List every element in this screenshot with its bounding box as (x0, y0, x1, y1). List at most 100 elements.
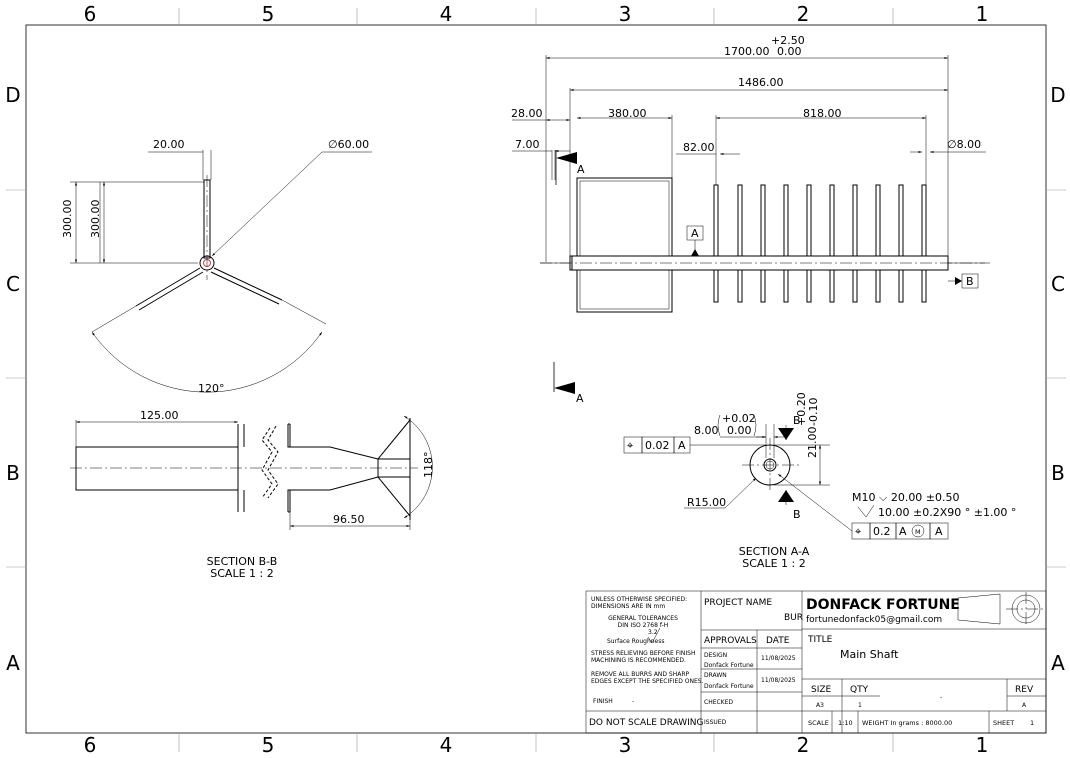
front-upper-blade (576, 177, 673, 257)
finish-value: - (632, 698, 634, 705)
top-dim-angle: 120° (198, 382, 225, 395)
top-dim-20: 20.00 (153, 138, 185, 151)
bb-title: SECTION B-B (207, 555, 278, 568)
rev-label: REV (1015, 685, 1034, 695)
top-blade-left (135, 267, 201, 307)
note-iso: DIN ISO 2768 f-H (618, 622, 669, 629)
sheet-border (25, 24, 1047, 734)
bb-dim-125: 125.00 (140, 409, 179, 422)
front-sec-a-top: A (577, 163, 585, 176)
front-dim-28: 28.00 (511, 107, 543, 120)
front-pin-upper (898, 184, 904, 257)
front-dim-tol-lower: 0.00 (777, 45, 802, 58)
zone-col-5-top: 5 (262, 2, 275, 26)
zone-row-B-right: B (1051, 461, 1065, 485)
top-dim-300-inner: 300.00 (89, 200, 102, 239)
size-label: SIZE (811, 685, 832, 695)
front-dim-1486: 1486.00 (738, 76, 784, 89)
aa-dim-r15: R15.00 (687, 496, 726, 509)
approvals-label: APPROVALS (704, 636, 757, 646)
issued-label: ISSUED (704, 719, 727, 726)
front-dim-82: 82.00 (683, 141, 715, 154)
zone-col-5-bottom: 5 (262, 733, 275, 757)
zone-row-A-right: A (1051, 651, 1065, 675)
bb-dim-96: 96.50 (333, 513, 365, 526)
weight-value: WEIGHT In grams : 8000.00 (862, 719, 952, 727)
scale-label: SCALE (808, 719, 829, 727)
aa-dim-21-tol-up: +0.20 (795, 392, 808, 426)
checked-label: CHECKED (704, 699, 733, 706)
section-bb-view: 125.00 96.50 118° SECTION B-B SCALE 1 : … (70, 409, 435, 580)
top-view: 20.00 ∅60.00 300.00 300.00 120° (61, 138, 372, 395)
front-pin-upper (852, 184, 858, 257)
zone-col-1-top: 1 (976, 2, 989, 26)
zone-col-6-bottom: 6 (84, 733, 97, 757)
front-pin-lower (898, 269, 904, 303)
zone-row-B-left: B (6, 461, 20, 485)
front-pin-lower (760, 269, 766, 303)
aa-dim-21-tol-lo: -0.10 (807, 398, 820, 426)
zone-row-D-left: D (5, 83, 20, 107)
front-pin-lower (783, 269, 789, 303)
sheet-label: SHEET (993, 719, 1014, 727)
front-datum-b-label: B (966, 275, 974, 288)
aa-dim-8: 8.00 (694, 424, 719, 437)
aa-fcf-position-1 (623, 436, 691, 454)
front-pin-upper (875, 184, 881, 257)
section-aa-view: ⌖ 0.02 A ⌖ 0.2 A M A 8.00 +0.02 0.00 B B… (623, 392, 1016, 570)
top-dim-dia60: ∅60.00 (328, 138, 369, 151)
front-pin-upper (783, 184, 789, 257)
aa-dim-21: 21.00 (806, 427, 819, 459)
aa-fcf2-datum: A (899, 525, 907, 538)
front-view: A A B A +2.50 1700.00 0.00 1486.00 28.00… (511, 34, 990, 405)
front-pin-lower (852, 269, 858, 303)
company-name: DONFACK FORTUNE (806, 597, 960, 613)
front-dim-7: 7.00 (515, 138, 540, 151)
front-pin-upper (713, 184, 719, 257)
bb-scale: SCALE 1 : 2 (210, 567, 273, 580)
aa-note-csink: 10.00 ±0.2X90 ° ±1.00 ° (878, 506, 1016, 519)
zone-ticks (6, 8, 1066, 752)
zone-col-3-top: 3 (619, 2, 632, 26)
aa-scale: SCALE 1 : 2 (742, 557, 805, 570)
zone-col-4-bottom: 4 (440, 733, 453, 757)
aa-dim-8-tol-up: +0.02 (722, 412, 756, 425)
aa-cut-b-bottom: B (793, 508, 801, 521)
front-pin-lower (829, 269, 835, 303)
front-dim-total: 1700.00 (724, 45, 770, 58)
front-pins (713, 184, 927, 303)
aa-title: SECTION A-A (739, 545, 810, 558)
zone-col-2-top: 2 (797, 2, 810, 26)
note-roughness: Surface Roughness (607, 638, 665, 645)
note-gen-tol: GENERAL TOLERANCES (608, 615, 678, 622)
drawn-label: DRAWN (704, 672, 727, 679)
front-datum-b (961, 273, 979, 289)
front-lower-blade (576, 269, 673, 313)
aa-fcf-position-2 (851, 522, 949, 540)
front-pin-lower (806, 269, 812, 303)
aa-fcf2-position-icon: ⌖ (855, 525, 861, 538)
note-burrs-2: EDGES EXCEPT THE SPECIFIED ONES. (591, 678, 704, 685)
rev-value: A (1022, 702, 1027, 709)
front-datum-a-label: A (691, 227, 699, 240)
zone-row-A-left: A (6, 651, 20, 675)
aa-fcf2-modifier: M (915, 528, 921, 536)
zone-col-2-bottom: 2 (797, 733, 810, 757)
no-scale-note: DO NOT SCALE DRAWING (589, 718, 704, 728)
top-dim-300-outer: 300.00 (61, 200, 74, 239)
qty-value: 1 (858, 702, 862, 709)
scale-value: 1:10 (838, 719, 853, 727)
title-label: TITLE (807, 635, 833, 645)
company-email: fortunedonfack05@gmail.com (806, 615, 942, 625)
zone-row-C-left: C (6, 272, 20, 296)
bb-dim-118: 118° (422, 452, 435, 479)
front-pin-lower (921, 269, 927, 303)
front-pin-lower (875, 269, 881, 303)
front-sec-a-bottom: A (576, 392, 584, 405)
front-pin-lower (713, 269, 719, 303)
front-dim-818: 818.00 (803, 107, 842, 120)
front-pin-upper (760, 184, 766, 257)
aa-fcf1-position-icon: ⌖ (627, 439, 633, 452)
qty-label: QTY (850, 685, 869, 695)
